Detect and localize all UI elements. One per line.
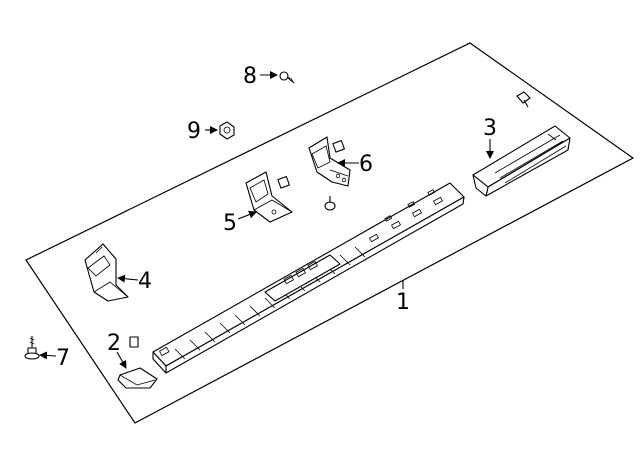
running-board-part-1 [152,182,465,374]
leader-7 [39,351,57,360]
bolt-part-7 [24,336,40,360]
bracket-part-4 [84,243,129,302]
bolt-icon-center [324,196,336,211]
bracket-part-6 [308,136,351,187]
clip-small [129,336,139,348]
callout-4: 4 [138,269,152,294]
callout-7: 7 [56,346,70,371]
callout-5: 5 [223,211,237,236]
callout-8: 8 [243,64,257,89]
rear-bracket-part-3 [472,125,571,197]
callout-2: 2 [107,331,121,356]
assembly-panel-outline [25,42,635,424]
callout-9: 9 [187,119,201,144]
callout-1: 1 [396,290,410,315]
bolt-icon-top-right [516,91,531,108]
end-cap-part-2 [117,367,158,389]
nut-part-9 [219,121,235,140]
screw-part-8 [279,71,295,84]
bracket-part-5 [245,171,293,223]
leader-4 [117,274,139,283]
leader-5 [237,210,257,220]
callout-3: 3 [483,116,497,141]
callout-6: 6 [359,152,373,177]
leader-2 [116,351,127,369]
